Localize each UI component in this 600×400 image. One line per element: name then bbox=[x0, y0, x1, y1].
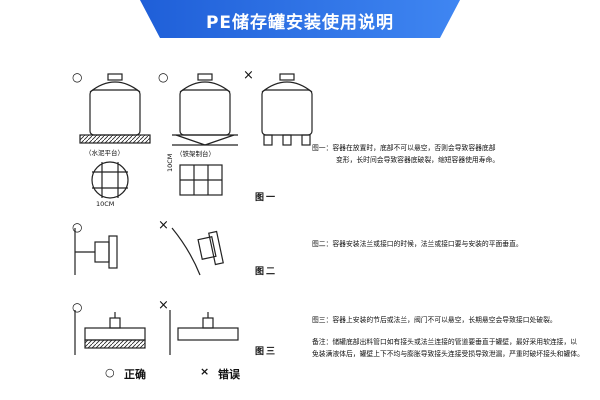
correct-mark: ○ bbox=[72, 300, 83, 314]
page-title: PE储存罐安装使用说明 bbox=[205, 13, 395, 33]
correct-mark: ○ bbox=[72, 220, 83, 234]
correct-mark: ○ bbox=[158, 70, 169, 84]
tank-on-posts-wrong bbox=[261, 73, 313, 146]
correct-mark: ○ bbox=[72, 70, 83, 84]
wrong-mark: × bbox=[158, 298, 169, 313]
note-remark-line-2: 免装满液体后，罐壁上下不均与膨胀导致接头连接受损导致泄漏，严重时破坏接头和罐体。 bbox=[312, 350, 584, 358]
note-figure-3: 图三：容器上安装的节后或法兰，阀门不可以悬空，长期悬空会导致接口处破裂。 bbox=[312, 316, 557, 324]
flange-wrong bbox=[171, 227, 224, 276]
dimension-label-horizontal: 10CM bbox=[96, 200, 115, 208]
legend-wrong-label: 错误 bbox=[218, 368, 240, 381]
cement-platform-label: （水泥平台） bbox=[85, 149, 124, 157]
dimension-label-vertical: 10CM bbox=[166, 153, 174, 172]
note-figure-1-line-1: 图一：容器在放置时，底部不可以悬空，否则会导致容器底部 bbox=[312, 144, 496, 152]
valve-correct bbox=[74, 310, 146, 355]
valve-wrong bbox=[169, 310, 239, 355]
flange-correct bbox=[74, 228, 118, 275]
title-banner bbox=[140, 0, 460, 38]
note-remark-line-1: 备注：储罐底部出料管口如有接头或法兰连接的管道要垂直于罐壁，最好采用软连接，以 bbox=[312, 338, 578, 346]
square-grid-top-view bbox=[179, 164, 223, 196]
legend-correct-label: 正确 bbox=[124, 368, 146, 381]
figure-2-label: 图二 bbox=[255, 267, 278, 277]
note-figure-1-line-2: 变形，长时间会导致容器底破裂，缩短容器使用寿命。 bbox=[336, 156, 500, 164]
round-grid-top-view bbox=[91, 161, 129, 199]
legend-correct-mark: ○ bbox=[105, 366, 115, 379]
wrong-mark: × bbox=[158, 218, 169, 233]
figure-1-label: 图一 bbox=[255, 193, 278, 203]
iron-frame-label: （铁架制台） bbox=[176, 150, 215, 158]
figure-3-label: 图三 bbox=[255, 347, 278, 357]
tank-on-iron-frame bbox=[172, 73, 238, 146]
legend-wrong-mark: × bbox=[200, 365, 210, 378]
note-figure-2: 图二：容器安装法兰或接口的时候，法兰或接口要与安装的平面垂直。 bbox=[312, 240, 523, 248]
wrong-mark: × bbox=[243, 68, 254, 83]
tank-on-cement-platform bbox=[79, 73, 151, 144]
